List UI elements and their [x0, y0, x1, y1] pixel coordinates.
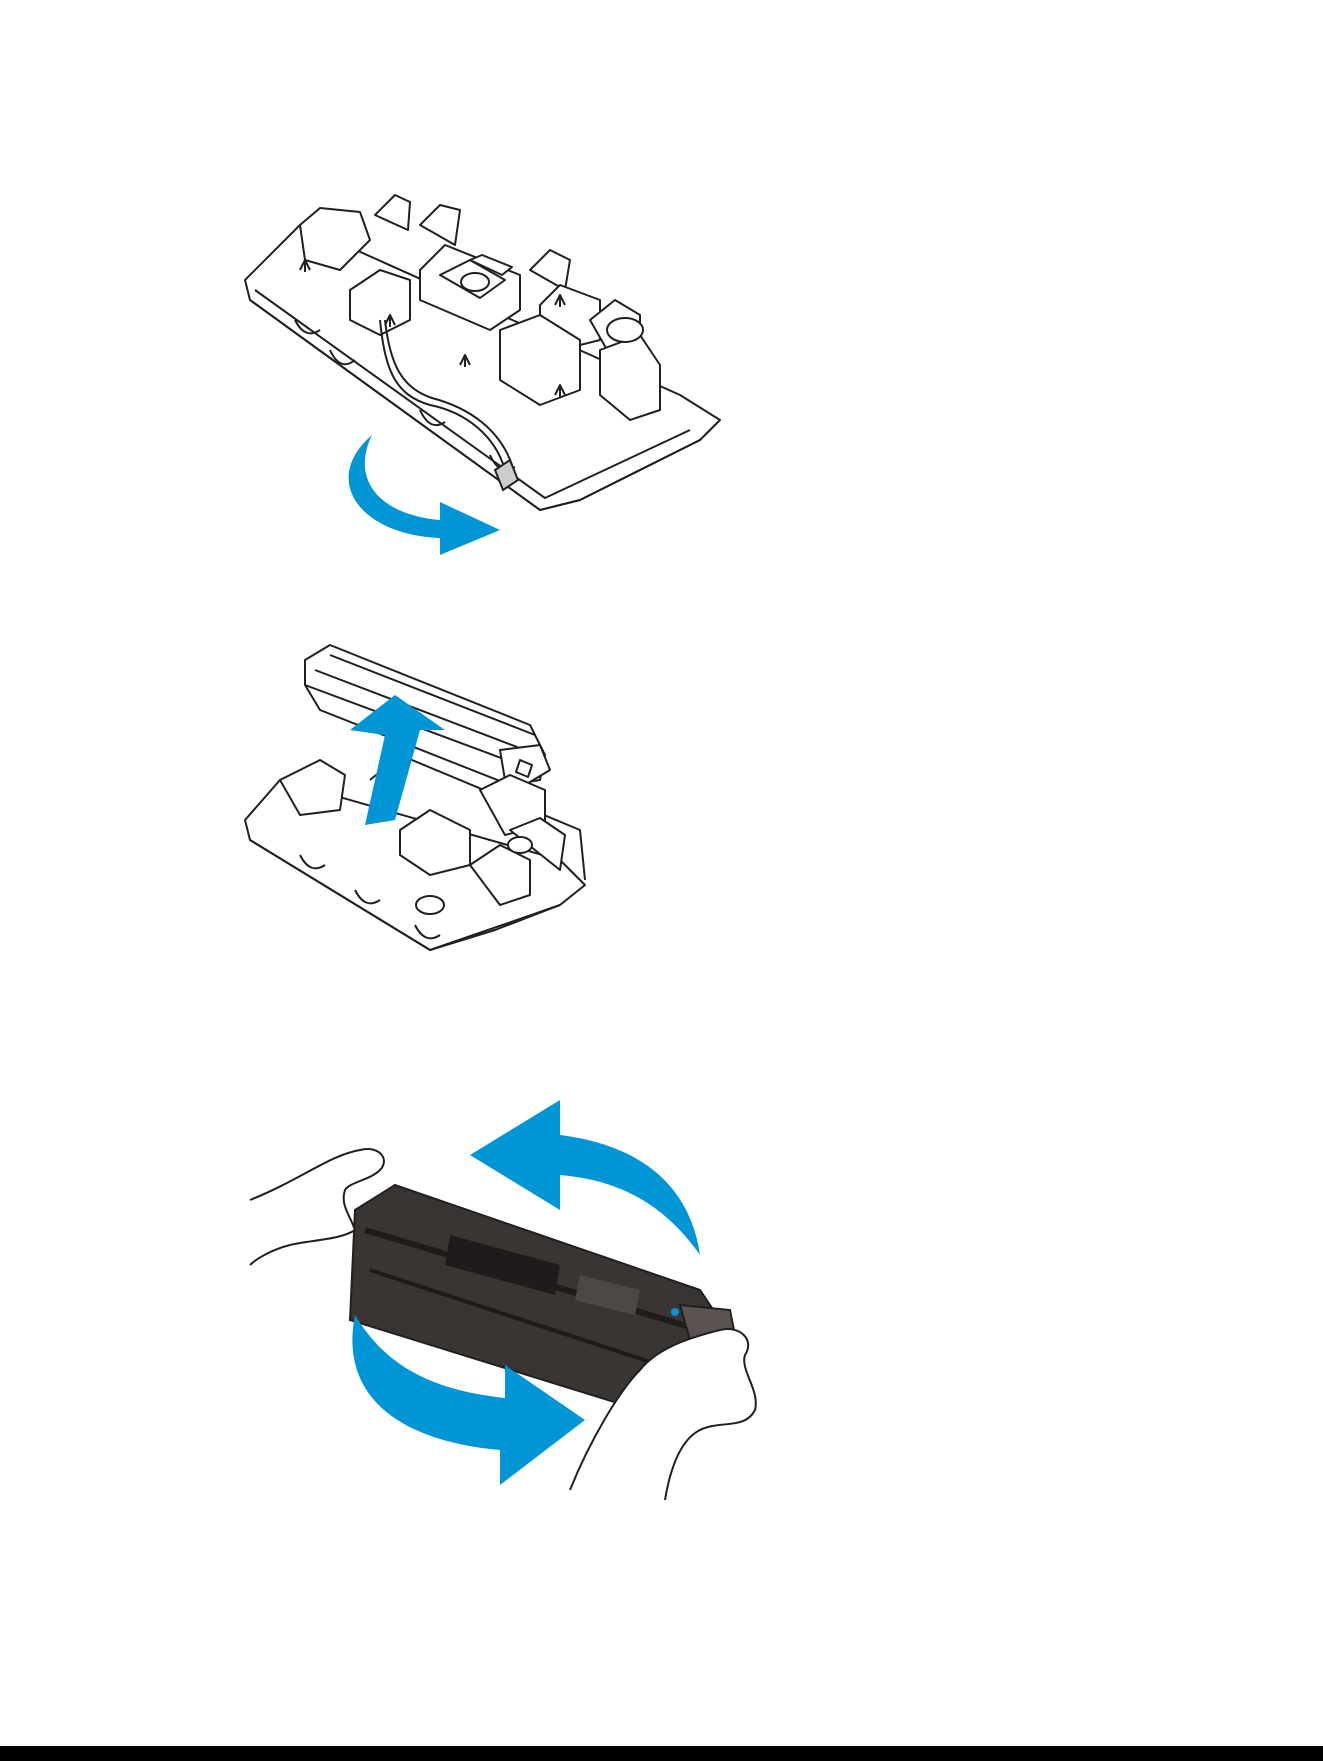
packaging-tray-illustration	[0, 180, 760, 560]
footer-rule	[0, 1746, 1323, 1761]
cartridge-rock-illustration	[0, 1090, 800, 1510]
cartridge-lift-illustration	[0, 640, 760, 980]
